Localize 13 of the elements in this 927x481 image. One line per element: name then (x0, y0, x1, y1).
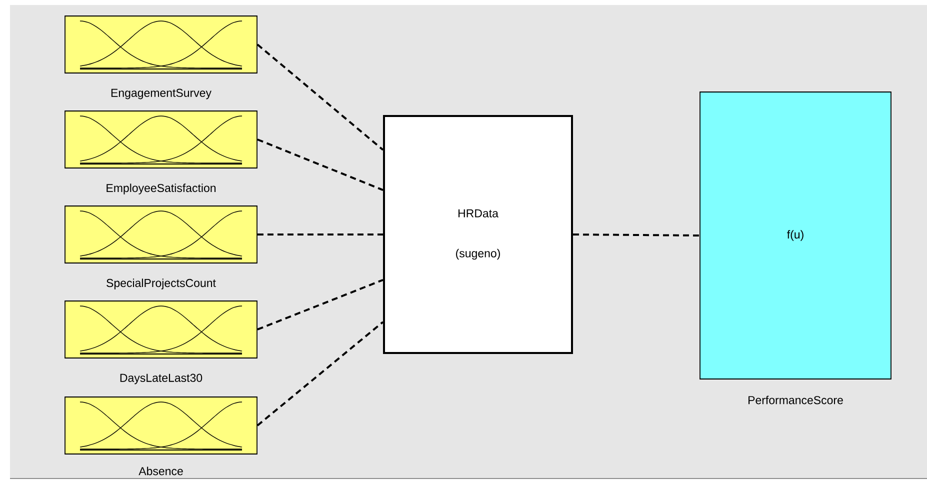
connector-line (256, 44, 384, 151)
input-label: Absence (138, 466, 183, 476)
output-label: PerformanceScore (748, 396, 843, 404)
connector-line (256, 321, 384, 426)
connector-line (257, 234, 383, 236)
connector-line (257, 138, 384, 191)
input-label: EngagementSurvey (111, 88, 212, 100)
output-box: f(u) (700, 92, 892, 380)
input-label: DaysLateLast30 (120, 374, 202, 384)
connector-line (573, 234, 700, 236)
input-label: SpecialProjectsCount (106, 278, 216, 290)
input-label: EmployeeSatisfaction (106, 184, 216, 194)
connector-line (257, 278, 384, 330)
